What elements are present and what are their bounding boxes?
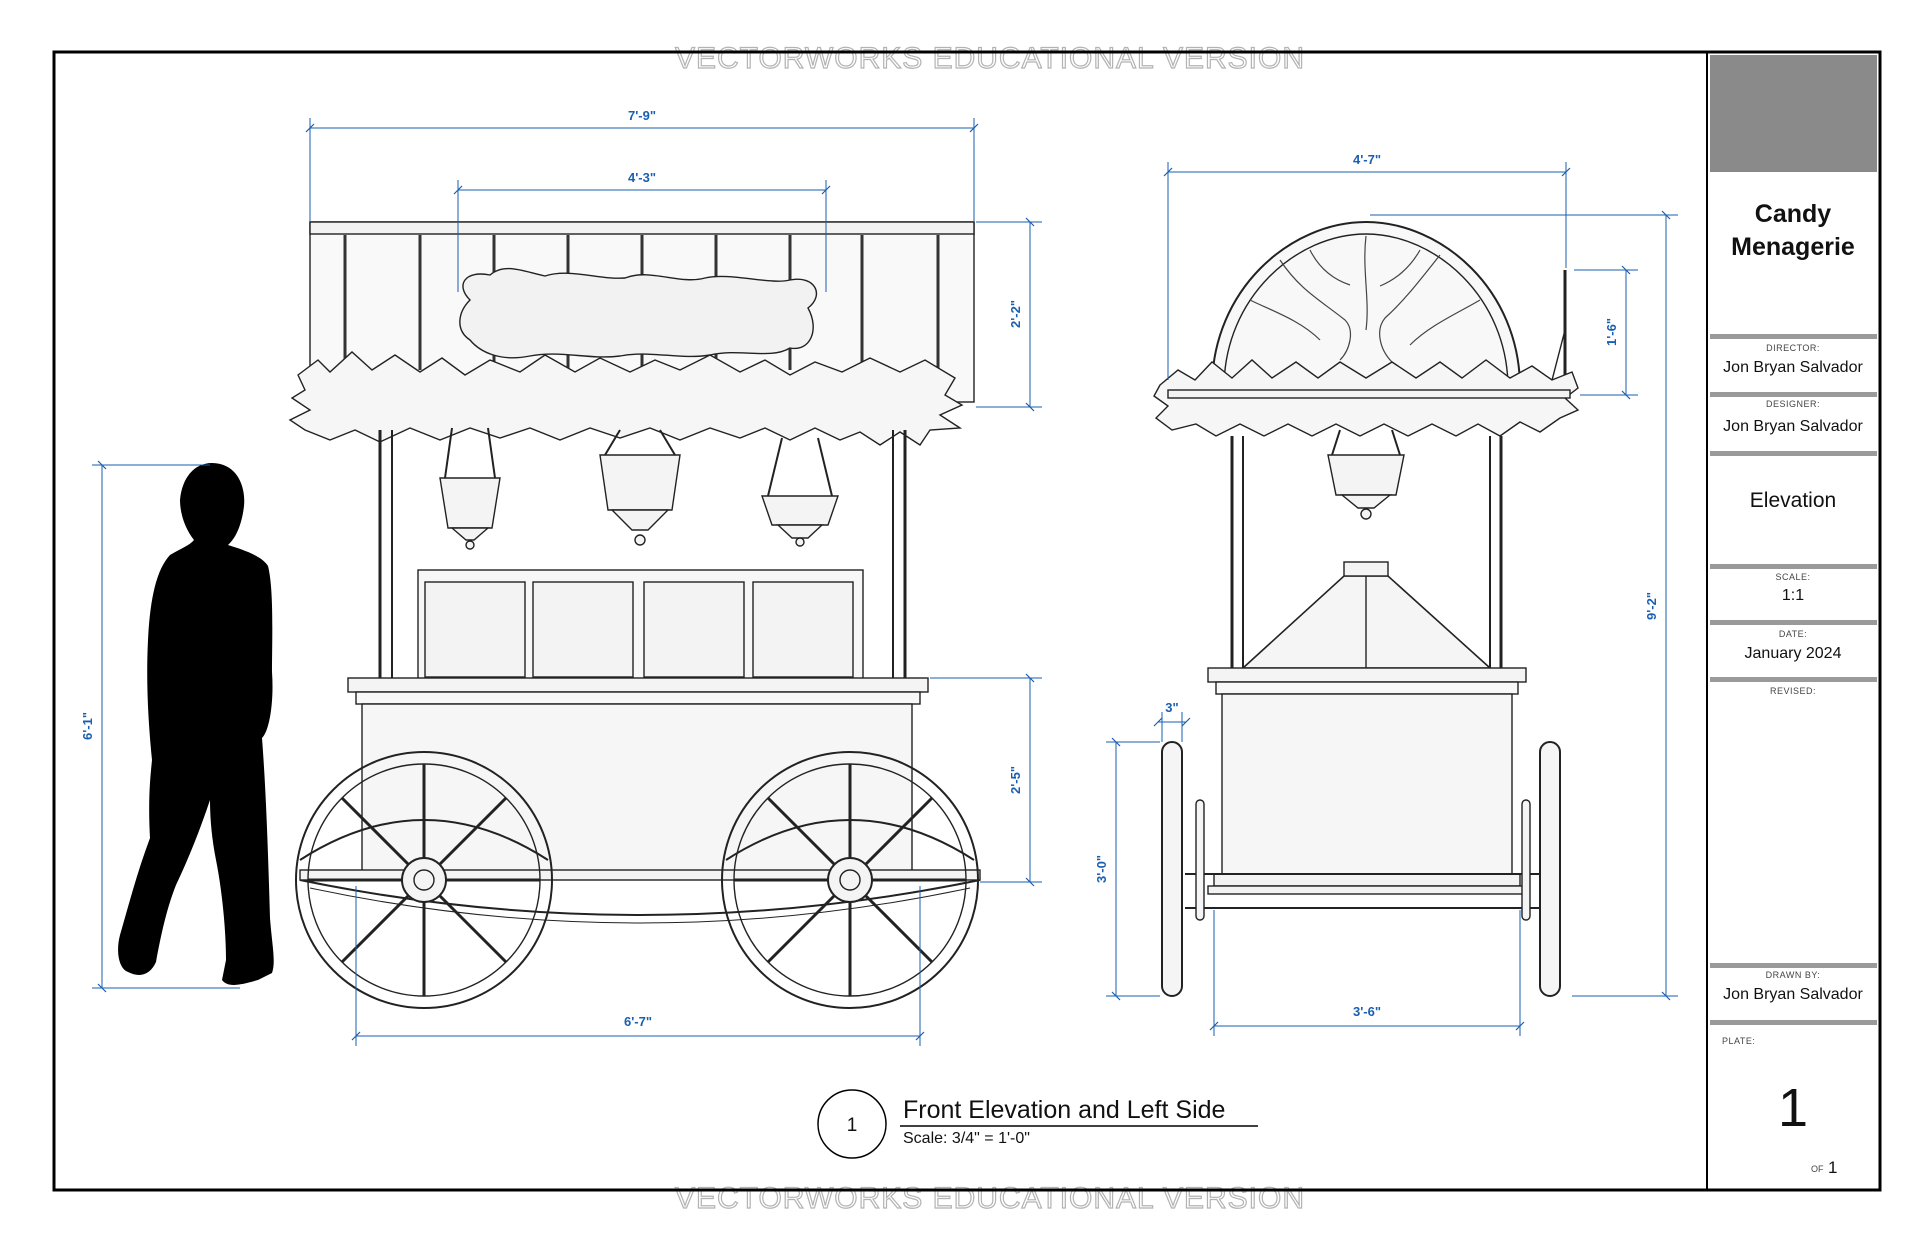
drawing-number-bubble: [817, 1089, 887, 1159]
title-block: Candy Menagerie DIRECTOR: Jon Bryan Salv…: [1706, 52, 1877, 1190]
watermark-bottom: VECTORWORKS EDUCATIONAL VERSION: [675, 1182, 1305, 1215]
side-crown-arch: [1210, 220, 1522, 389]
front-lantern-center: [599, 429, 681, 546]
revised-label: REVISED:: [1770, 686, 1816, 696]
dim-side-total-height: 9'-2": [1644, 592, 1659, 620]
dim-person-height: 6'-1": [80, 712, 95, 740]
of-label: OF: [1811, 1164, 1824, 1174]
date-value: January 2024: [1745, 645, 1842, 662]
person-silhouette: [118, 463, 274, 985]
front-canopy-fringe: [288, 351, 964, 446]
designer-label: DESIGNER:: [1766, 399, 1820, 409]
watermark-top: VECTORWORKS EDUCATIONAL VERSION: [675, 42, 1305, 75]
director-label: DIRECTOR:: [1766, 343, 1820, 353]
date-label: DATE:: [1779, 629, 1807, 639]
dim-side-wheel-height: 3'-0": [1094, 855, 1109, 883]
side-lantern: [1327, 429, 1405, 520]
plate-label: PLATE:: [1722, 1036, 1755, 1046]
drawing-title-text: Front Elevation and Left Side: [903, 1096, 1225, 1124]
front-lantern-left: [439, 427, 501, 550]
drawing-number: 1: [847, 1115, 858, 1136]
front-wheel-right: [721, 751, 979, 1009]
drawing-scale-text: Scale: 3/4" = 1'-0": [903, 1130, 1030, 1147]
director-value: Jon Bryan Salvador: [1723, 359, 1863, 376]
scale-value: 1:1: [1782, 587, 1804, 604]
front-wheel-left: [295, 751, 553, 1009]
of-total: 1: [1828, 1158, 1837, 1177]
project-title-line2: Menagerie: [1731, 233, 1855, 261]
dim-side-base-width: 3'-6": [1353, 1004, 1381, 1019]
side-wheel-left: [1161, 741, 1183, 997]
plate-number: 1: [1778, 1078, 1808, 1138]
left-side-cart: [1153, 220, 1580, 997]
front-elevation-cart: [288, 221, 981, 1009]
front-lantern-right: [761, 437, 839, 547]
front-counter-top: [347, 677, 929, 693]
drawn-by-label: DRAWN BY:: [1766, 970, 1821, 980]
dim-front-canopy-height: 2'-2": [1008, 300, 1023, 328]
side-wheel-right: [1539, 741, 1561, 997]
title-block-header: [1710, 55, 1877, 170]
scale-label: SCALE:: [1775, 572, 1810, 582]
dim-front-counter-height: 2'-5": [1008, 766, 1023, 794]
dim-front-sign-width: 4'-3": [628, 170, 656, 185]
sheet-title: Elevation: [1750, 489, 1836, 512]
dim-side-width-overall: 4'-7": [1353, 152, 1381, 167]
dim-side-wheel-thickness: 3": [1165, 700, 1178, 715]
dim-side-crown-height: 1'-6": [1604, 318, 1619, 346]
dim-front-base-width: 6'-7": [624, 1014, 652, 1029]
front-cloud-sign: [459, 267, 818, 359]
side-crown-tree-pattern: [1249, 235, 1481, 363]
project-title-line1: Candy: [1755, 200, 1832, 228]
front-cart-body: [361, 703, 913, 875]
dim-front-width-overall: 7'-9": [628, 108, 656, 123]
drawn-by-value: Jon Bryan Salvador: [1723, 986, 1863, 1003]
side-cart-body: [1221, 693, 1513, 875]
drawing-title: 1 Front Elevation and Left Side Scale: 3…: [817, 1089, 1258, 1159]
designer-value: Jon Bryan Salvador: [1723, 418, 1863, 435]
sheet-border: [52, 50, 1882, 1192]
dimensions: [92, 118, 1678, 1046]
